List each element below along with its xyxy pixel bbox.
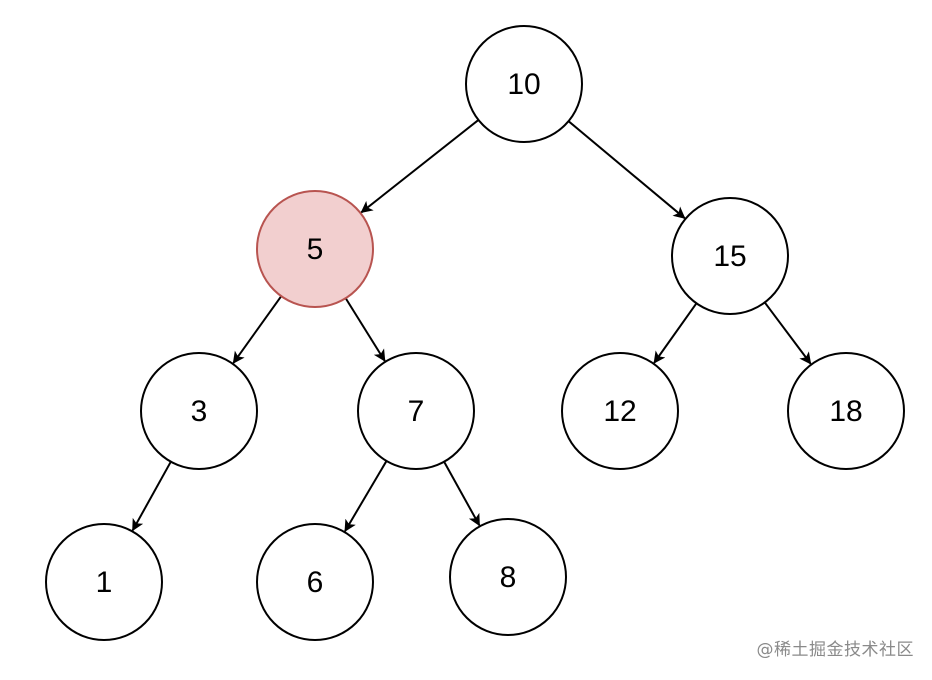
node-circle xyxy=(256,190,374,308)
node-label: 10 xyxy=(507,68,540,101)
node-label: 8 xyxy=(500,561,517,594)
edge-n5-n3 xyxy=(232,295,283,364)
edge-n5-n7 xyxy=(344,297,386,362)
node-circle xyxy=(561,352,679,470)
edge-n10-n5 xyxy=(360,119,480,214)
node-circle xyxy=(256,523,374,641)
node-label: 7 xyxy=(408,395,425,428)
tree-node-7: 7 xyxy=(357,352,475,470)
tree-node-6: 6 xyxy=(256,523,374,641)
node-circle xyxy=(671,197,789,315)
node-circle xyxy=(465,25,583,143)
tree-node-1: 1 xyxy=(45,523,163,641)
edge-n7-n8 xyxy=(443,461,481,527)
node-circle xyxy=(140,352,258,470)
node-label: 5 xyxy=(307,233,324,266)
tree-node-18: 18 xyxy=(787,352,905,470)
node-circle xyxy=(449,518,567,636)
edge-n3-n1 xyxy=(131,461,172,532)
tree-node-8: 8 xyxy=(449,518,567,636)
node-label: 6 xyxy=(307,566,324,599)
node-label: 3 xyxy=(191,395,208,428)
tree-node-3: 3 xyxy=(140,352,258,470)
nodes: 10 5 15 3 7 12 18 1 6 8 xyxy=(45,25,905,641)
edge-n15-n12 xyxy=(653,302,698,364)
node-circle xyxy=(787,352,905,470)
tree-node-15: 15 xyxy=(671,197,789,315)
node-label: 15 xyxy=(713,240,746,273)
edges xyxy=(131,119,812,533)
edge-n7-n6 xyxy=(344,460,388,533)
edge-n15-n18 xyxy=(763,301,812,365)
tree-node-10: 10 xyxy=(465,25,583,143)
node-label: 12 xyxy=(603,395,636,428)
node-circle xyxy=(357,352,475,470)
node-label: 1 xyxy=(96,566,113,599)
tree-node-12: 12 xyxy=(561,352,679,470)
watermark-text: @稀土掘金技术社区 xyxy=(756,640,914,660)
node-label: 18 xyxy=(829,395,862,428)
node-circle xyxy=(45,523,163,641)
edge-n10-n15 xyxy=(567,120,686,219)
tree-node-5: 5 xyxy=(256,190,374,308)
